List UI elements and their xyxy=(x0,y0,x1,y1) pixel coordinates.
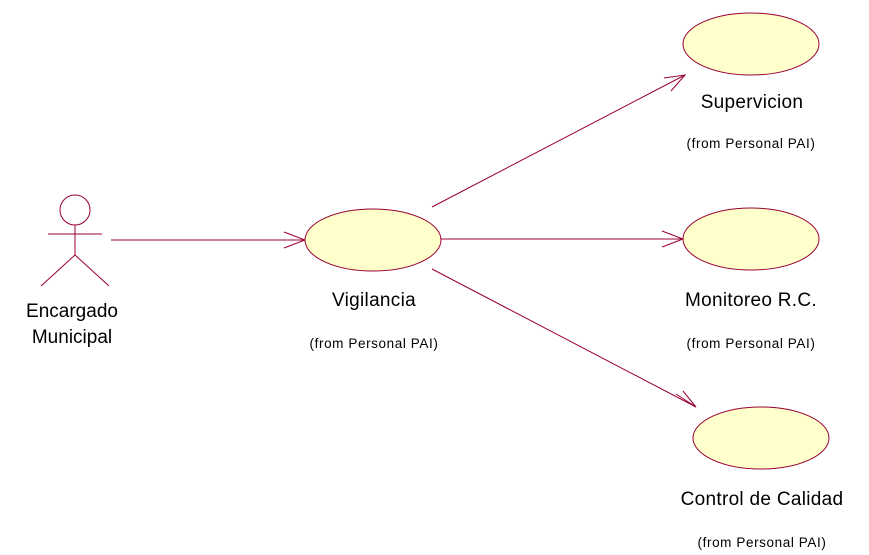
association-vigilancia-monitoreo[interactable] xyxy=(441,230,685,248)
actor-label: Encargado Municipal xyxy=(26,299,118,351)
use-case-name-monitoreo: Monitoreo R.C. xyxy=(685,290,817,311)
actor-head xyxy=(59,194,91,226)
association-actor-vigilancia[interactable] xyxy=(111,231,307,249)
use-case-vigilancia[interactable] xyxy=(304,208,442,272)
association-vigilancia-control[interactable] xyxy=(431,268,697,408)
association-vigilancia-supervicion[interactable] xyxy=(431,74,687,208)
actor-left-leg xyxy=(40,254,76,287)
use-case-name-supervicion: Supervicion xyxy=(700,92,804,113)
use-case-monitoreo[interactable] xyxy=(682,207,820,271)
actor-name-line2: Municipal xyxy=(31,327,113,348)
use-case-package-control: (from Personal PAI) xyxy=(697,535,827,550)
use-case-name-control: Control de Calidad xyxy=(680,489,844,510)
actor-figure[interactable] xyxy=(40,194,110,287)
use-case-package-monitoreo: (from Personal PAI) xyxy=(686,336,816,351)
use-case-control[interactable] xyxy=(692,406,830,470)
actor-right-leg xyxy=(74,254,110,287)
use-case-package-supervicion: (from Personal PAI) xyxy=(686,136,816,151)
use-case-name-vigilancia: Vigilancia xyxy=(332,290,416,311)
use-case-supervicion[interactable] xyxy=(682,12,820,76)
use-case-package-vigilancia: (from Personal PAI) xyxy=(309,336,439,351)
actor-name-line1: Encargado xyxy=(26,301,118,322)
